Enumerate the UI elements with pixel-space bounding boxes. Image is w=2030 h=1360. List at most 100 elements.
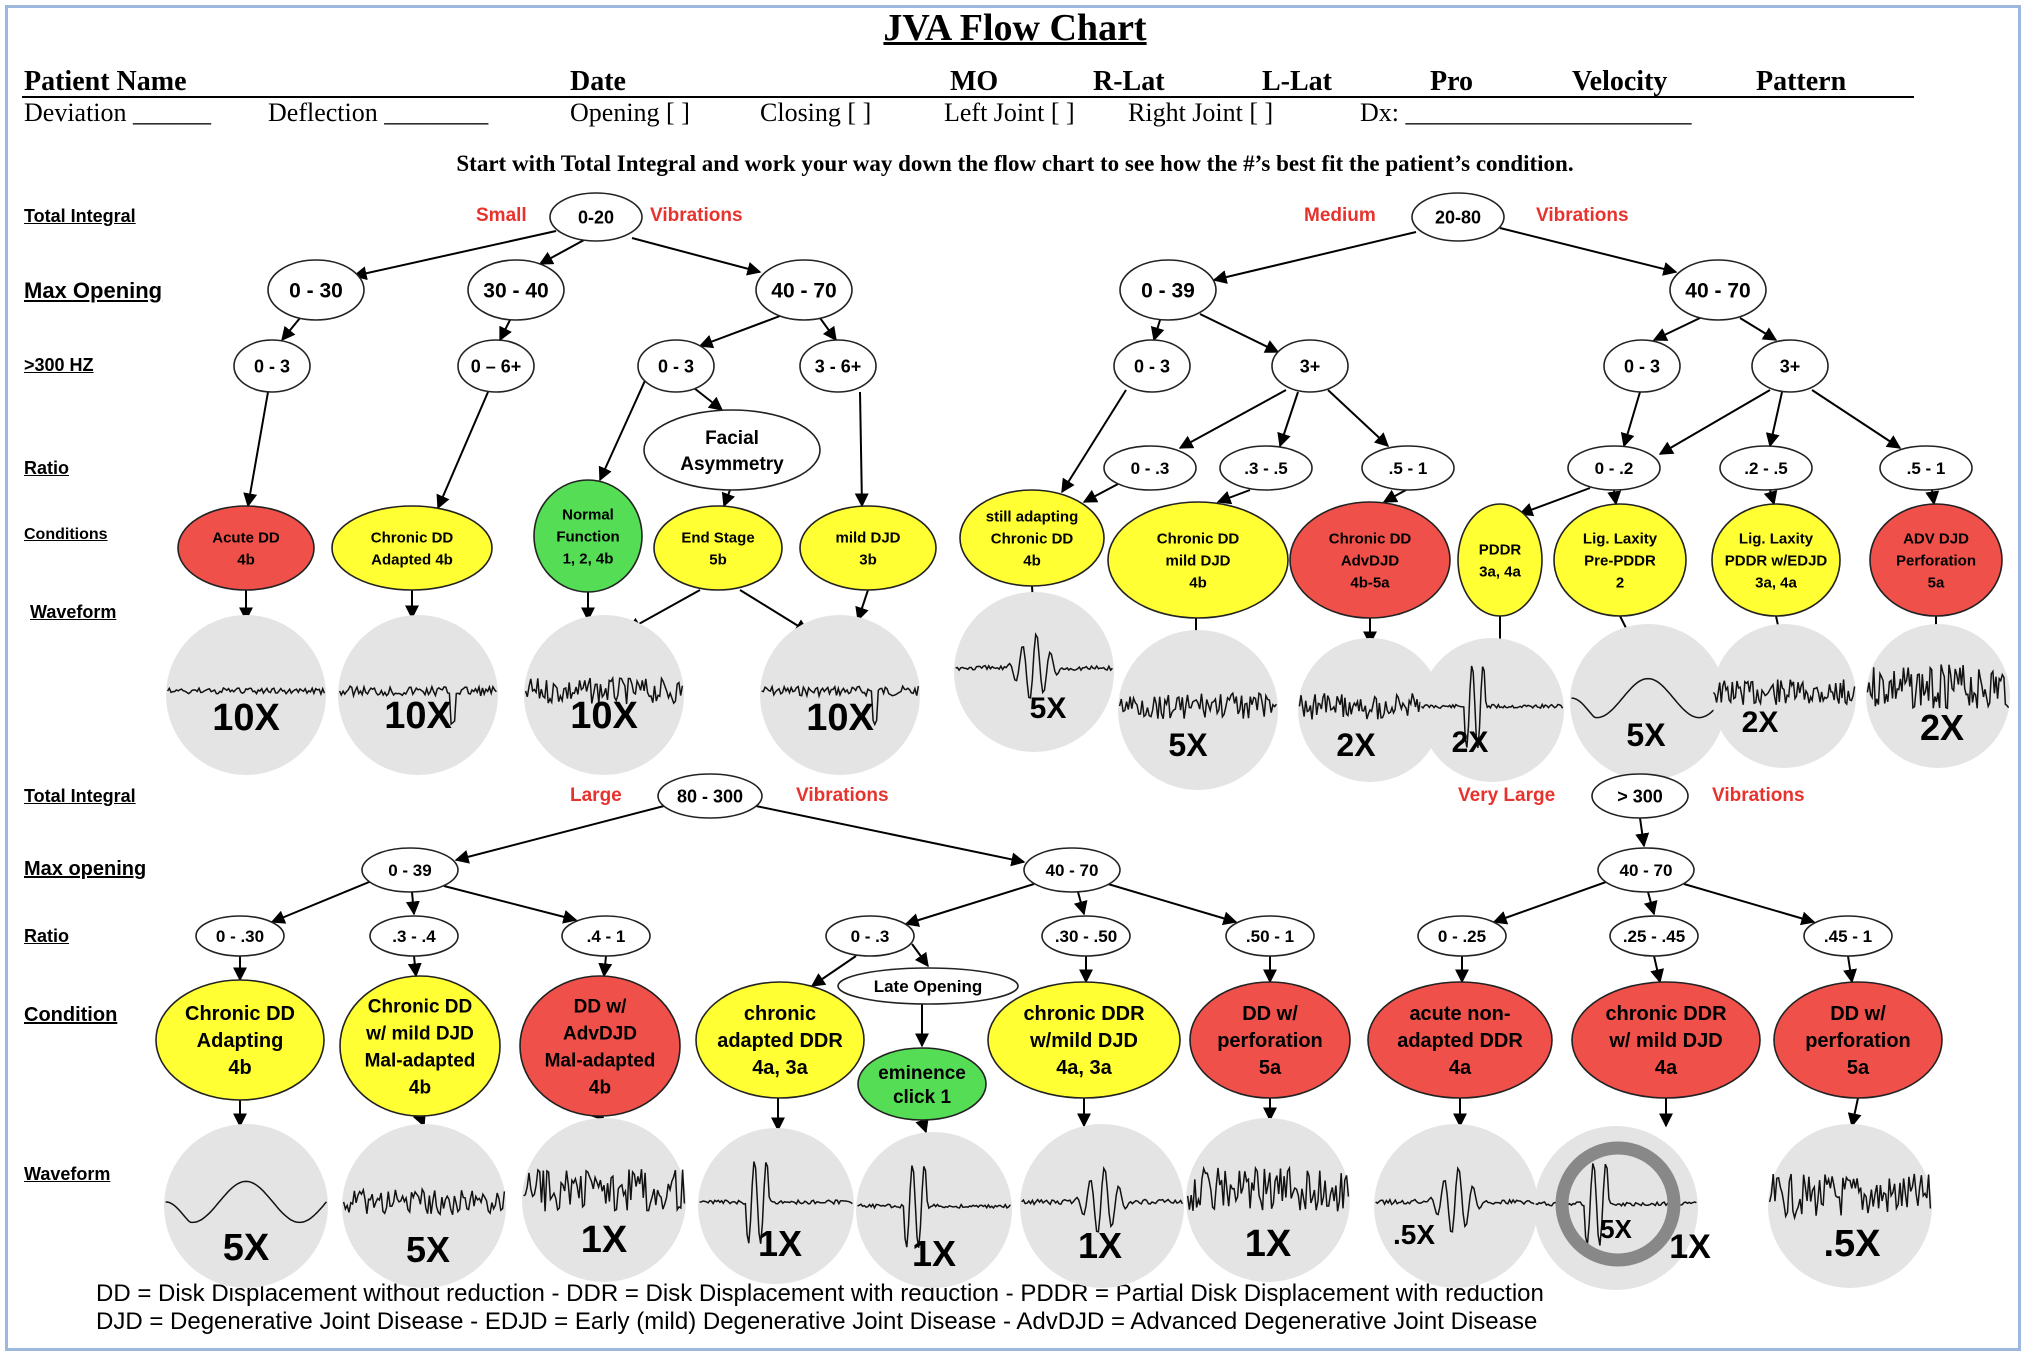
waveform-top-6-trace: [1118, 691, 1278, 720]
ratio-6: .5 - 1: [1879, 445, 1973, 491]
ratio-bottom-4-shape: [825, 915, 915, 957]
row-label-total-integral-2: Total Integral: [24, 786, 136, 806]
row-label-total-integral: Total Integral: [24, 206, 136, 226]
waveform-top-1-trace: [166, 686, 326, 697]
waveform-bottom-7-magnification: 1X: [1245, 1223, 1292, 1265]
waveform-top-5: 5X: [954, 592, 1114, 752]
waveform-bottom-extra-magnification: 1X: [1669, 1228, 1711, 1266]
edge-facial-cond4: [721, 489, 735, 508]
ratio-5-text: .2 - .5: [1744, 459, 1787, 478]
edge-small-mo1: [352, 230, 557, 281]
total-integral-small-shape: [549, 192, 643, 242]
hz-7: 0 - 3: [1603, 339, 1681, 393]
pro-label: Pro: [1430, 66, 1474, 97]
edge-mo1-hz1: [281, 317, 301, 342]
edge-mo3-ratio7: [1492, 881, 1607, 925]
edge-hz7-ratio4: [1620, 391, 1641, 448]
hz-4-text: 3 - 6+: [815, 356, 862, 376]
waveform-top-4-magnification: 10X: [806, 697, 874, 739]
max-opening-2: 30 - 40: [467, 259, 565, 321]
waveform-bottom-6-magnification: 1X: [1078, 1225, 1122, 1266]
condition-bottom-8-shape: [1367, 981, 1553, 1099]
row-label-ratio-2: Ratio: [24, 926, 69, 946]
hz-3-text: 0 - 3: [658, 356, 694, 376]
edge-medium-mo4: [1212, 231, 1417, 284]
total-integral-small-text: 0-20: [578, 207, 614, 227]
waveform-bottom-6-disc: [1020, 1124, 1184, 1288]
waveform-top-2-trace: [338, 684, 497, 726]
condition-bottom-2-shape: [339, 975, 501, 1117]
edge-mo1-ratio2: [405, 891, 420, 916]
max-opening-3-text: 40 - 70: [771, 280, 836, 303]
small-vibrations-label: Vibrations: [650, 205, 743, 226]
max-opening-bottom-1-text: 0 - 39: [388, 861, 431, 880]
waveform-top-7-magnification: 2X: [1336, 727, 1376, 763]
edge-large-mo2: [755, 805, 1026, 867]
ratio-bottom-8-shape: [1609, 915, 1699, 957]
waveform-top-10-trace: [1712, 679, 1856, 707]
left-joint-checkbox: Left Joint [ ]: [944, 98, 1075, 127]
waveform-bottom-3-trace: [523, 1168, 686, 1213]
date-label: Date: [570, 66, 626, 97]
right-joint-checkbox: Right Joint [ ]: [1128, 98, 1274, 127]
condition-top-6-shape: [959, 489, 1105, 587]
ratio-bottom-5-shape: [1041, 915, 1131, 957]
total-integral-very-large-text: > 300: [1617, 786, 1663, 806]
waveform-bottom-2-magnification: 5X: [406, 1229, 450, 1270]
waveform-top-2: 10X: [338, 615, 498, 775]
total-integral-large-shape: [657, 773, 763, 819]
waveform-top-8-magnification: 2X: [1452, 726, 1489, 759]
waveform-bottom-1-magnification: 5X: [223, 1227, 270, 1269]
edge-mo2-ratio6: [1107, 883, 1238, 926]
condition-bottom-9-shape: [1571, 981, 1761, 1099]
ratio-2-text: .3 - .5: [1244, 459, 1287, 478]
edge-mo2-hz2: [499, 319, 512, 342]
ratio-bottom-4-text: 0 - .3: [851, 927, 890, 946]
ratio-4-shape: [1567, 445, 1661, 491]
ratio-bottom-1-shape: [195, 915, 285, 957]
waveform-top-11-magnification: 2X: [1920, 707, 1964, 748]
ratio-2-shape: [1219, 445, 1313, 491]
ratio-bottom-4: 0 - .3: [825, 915, 915, 957]
condition-top-1-shape: [177, 505, 315, 591]
waveform-bottom-10-magnification: .5X: [1823, 1223, 1881, 1265]
ratio-bottom-6: .50 - 1: [1225, 915, 1315, 957]
hz-1: 0 - 3: [233, 339, 311, 393]
legend-line-1: DD = Disk Displacement without reduction…: [96, 1280, 1544, 1307]
edge-mo3-ratio8: [1643, 891, 1658, 916]
waveform-top-2-magnification: 10X: [384, 695, 452, 737]
legend-line-2: DJD = Degenerative Joint Disease - EDJD …: [96, 1308, 1538, 1335]
ratio-bottom-6-text: .50 - 1: [1246, 927, 1294, 946]
hz-2: 0 – 6+: [457, 339, 535, 393]
ratio-4-text: 0 - .2: [1595, 459, 1634, 478]
edge-ratio4-cond10: [1607, 489, 1622, 506]
max-opening-3: 40 - 70: [755, 259, 853, 321]
row-label-conditions: Conditions: [24, 526, 108, 543]
total-integral-large: 80 - 300: [657, 773, 763, 819]
pattern-label: Pattern: [1756, 66, 1847, 97]
max-opening-2-shape: [467, 259, 565, 321]
waveform-bottom-8: .5X: [1374, 1124, 1538, 1288]
row-label-max-opening: Max Opening: [24, 278, 163, 303]
hz-5-shape: [1113, 339, 1191, 393]
hz-5-text: 0 - 3: [1134, 356, 1170, 376]
hz-3-shape: [637, 339, 715, 393]
row-label-waveform-2: Waveform: [24, 1164, 111, 1184]
max-opening-4: 0 - 39: [1119, 259, 1217, 321]
hz-7-text: 0 - 3: [1624, 356, 1660, 376]
edge-ratio4-cond9: [1518, 487, 1591, 517]
edge-cond-wave-bottom-5: [915, 1117, 929, 1134]
waveform-top-9-trace: [1571, 677, 1725, 719]
edge-mo3-hz3: [698, 315, 781, 349]
ratio-4: 0 - .2: [1567, 445, 1661, 491]
